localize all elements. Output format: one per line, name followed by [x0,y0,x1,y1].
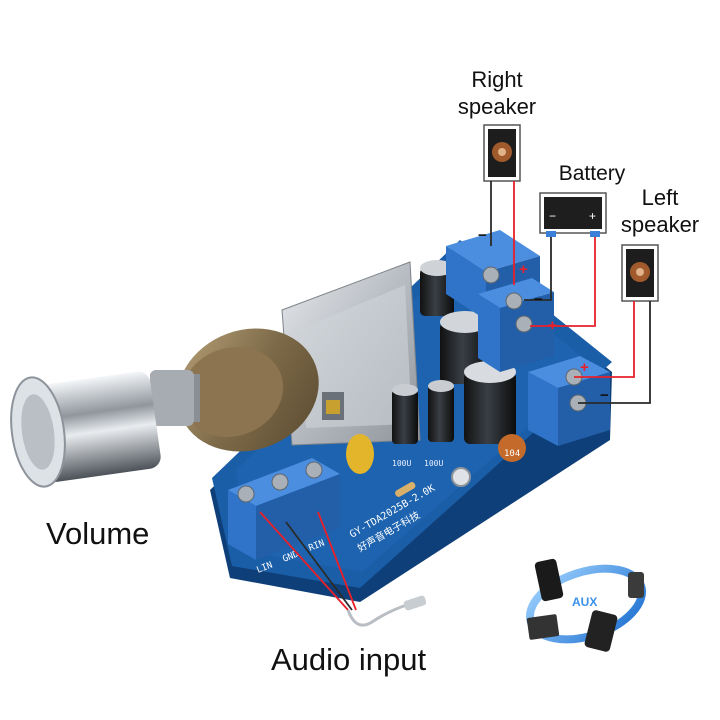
wire-left-speaker-neg [578,301,651,404]
aux-player-icon [628,572,644,598]
wire-battery-pos [530,237,596,327]
audio-jack [346,595,427,627]
output-terminals [446,230,610,446]
cap-code: 104 [504,449,520,459]
volume-potentiometer[interactable] [5,309,337,490]
cap-label-2: 100U [424,459,443,468]
right-speaker-label-line2: speaker [457,94,537,119]
audio-input-label: Audio input [271,642,427,677]
input-terminal: LIN GND RIN [228,458,340,576]
wire-input-lin [259,511,349,611]
right-speaker-label: Right speaker [448,66,546,120]
mark-right-plus: + [519,261,528,278]
mark-left-plus: + [580,359,589,376]
volume-knob[interactable] [5,370,163,490]
wire-input-rin [317,511,357,611]
wires [259,181,651,611]
left-speaker-label-line1: Left [641,185,679,210]
mount-hole [451,467,471,487]
cap-label-1: 100U [392,459,411,468]
heatsink [281,261,421,446]
aux-badge: AUX [525,558,647,652]
right-speaker [483,124,521,182]
yellow-cap [346,434,374,474]
aux-text: AUX [572,595,597,609]
battery-plus-sign: + [589,209,596,223]
cap-big [464,372,516,444]
aux-laptop-icon [526,614,560,640]
wire-left-speaker-pos [574,301,635,378]
wire-input-gnd [285,521,353,611]
battery: − + [539,192,607,237]
cap-small-2 [428,386,454,442]
left-speaker-label: Left speaker [610,184,710,238]
wire-battery-neg [524,237,552,301]
battery-label: Battery [558,162,626,185]
resistor [395,481,416,497]
polarity-marks: − + − + + − [478,227,609,404]
left-speaker-label-line2: speaker [620,212,700,237]
capacitors [258,260,526,474]
aux-phone-icon [534,558,564,602]
aux-tablet-icon [584,610,618,652]
cap-top [420,268,454,316]
volume-label: Volume [46,516,150,551]
left-speaker [621,244,659,302]
mark-batt-minus: − [534,291,543,308]
ceramic-cap [498,434,526,462]
mark-left-minus: − [600,387,609,404]
mark-right-minus: − [478,227,487,244]
cap-small-1 [392,390,418,444]
right-speaker-label-line1: Right [471,67,523,92]
battery-minus-sign: − [549,209,556,223]
mark-batt-plus: + [548,317,557,334]
